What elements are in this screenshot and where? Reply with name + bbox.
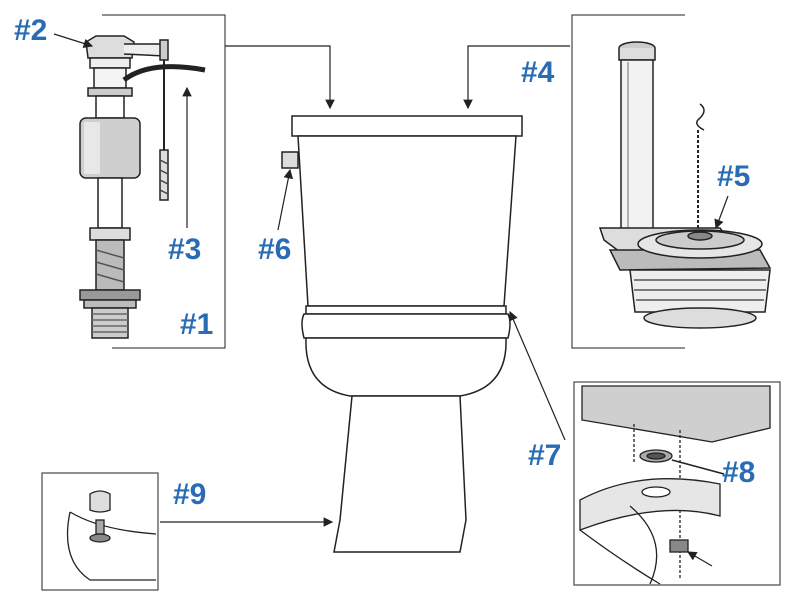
callout-9: #9 bbox=[173, 478, 207, 511]
callout-4-leader bbox=[463, 45, 570, 110]
flush-valve-panel bbox=[571, 14, 772, 349]
callout-6-leader bbox=[277, 168, 294, 231]
toilet-body bbox=[281, 115, 523, 553]
callout-7-leader bbox=[508, 310, 566, 441]
callout-6: #6 bbox=[258, 233, 292, 266]
seat-bolt-inset bbox=[41, 472, 159, 591]
tank-to-bowl-inset bbox=[573, 381, 781, 586]
callout-4: #4 bbox=[521, 56, 555, 89]
fill-valve-panel bbox=[79, 14, 226, 349]
nut-leader bbox=[686, 551, 713, 567]
callout-8-leader bbox=[671, 459, 725, 475]
callout-1-leader bbox=[225, 45, 335, 110]
callout-1: #1 bbox=[180, 308, 214, 341]
callout-3: #3 bbox=[168, 233, 202, 266]
callout-2: #2 bbox=[14, 14, 48, 47]
callout-8: #8 bbox=[722, 456, 756, 489]
callout-2-leader bbox=[53, 33, 94, 49]
callout-7: #7 bbox=[528, 439, 562, 472]
callout-5-leader bbox=[714, 195, 729, 230]
callout-5: #5 bbox=[717, 160, 751, 193]
